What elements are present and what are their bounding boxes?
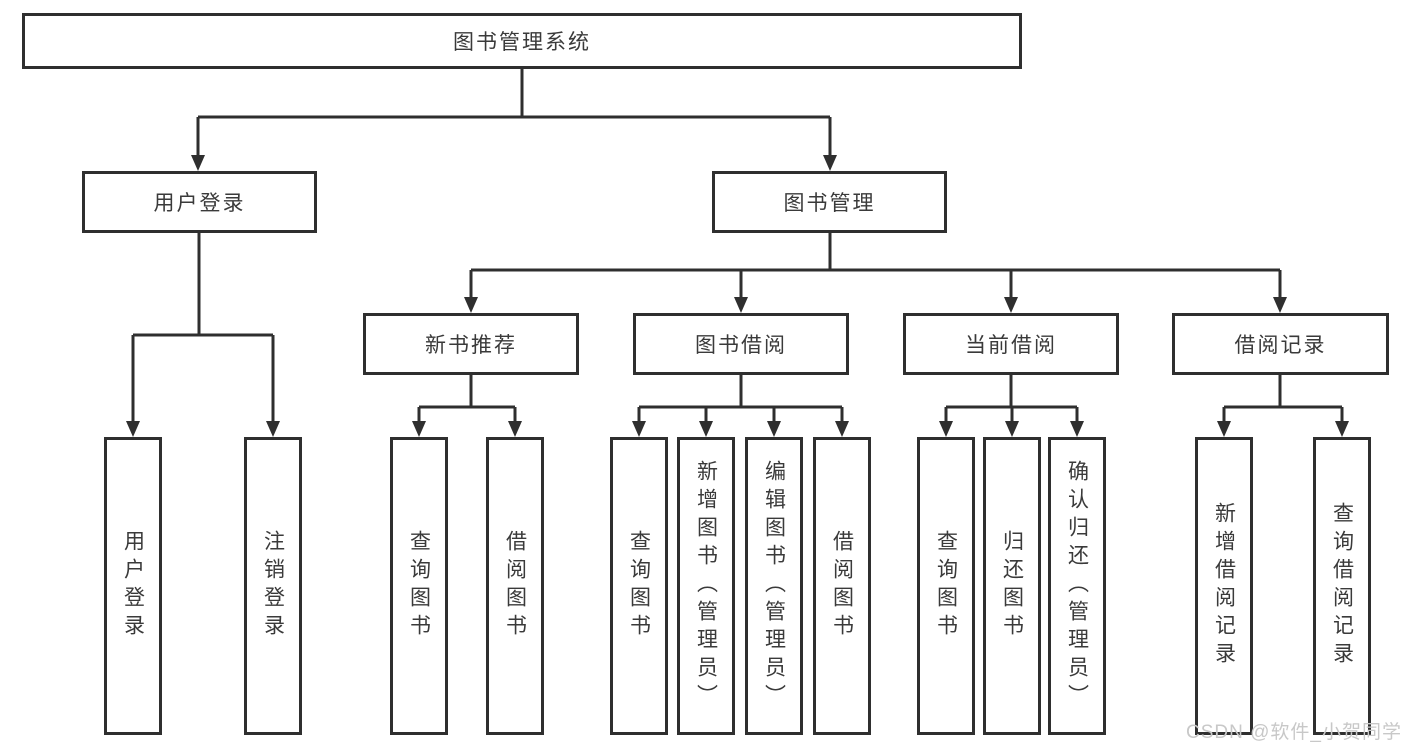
node-logout: 注销登录 — [244, 437, 302, 735]
node-login-label: 用户登录 — [121, 530, 145, 642]
node-book-management-branch: 图书管理 — [712, 171, 947, 233]
node-user-login-branch: 用户登录 — [82, 171, 317, 233]
node-borrow-edit-books-admin-label: 编辑图书（管理员） — [762, 460, 786, 712]
node-records-query-record: 查询借阅记录 — [1313, 437, 1371, 735]
connector-book-borrow — [639, 375, 842, 409]
node-current-borrow: 当前借阅 — [903, 313, 1119, 375]
node-borrow-records: 借阅记录 — [1172, 313, 1389, 375]
node-recommend-borrow-books-label: 借阅图书 — [503, 530, 527, 642]
arrowheads — [126, 117, 1349, 437]
connector-root — [198, 69, 830, 119]
node-borrow-add-books-admin: 新增图书（管理员） — [677, 437, 735, 735]
node-recommend-query-books-label: 查询图书 — [407, 530, 431, 642]
node-records-add-record-label: 新增借阅记录 — [1212, 502, 1236, 670]
connector-new-book-recommend — [419, 375, 515, 409]
node-current-return-books: 归还图书 — [983, 437, 1041, 735]
connector-book-management — [471, 233, 1280, 272]
node-login: 用户登录 — [104, 437, 162, 735]
node-recommend-query-books: 查询图书 — [390, 437, 448, 735]
node-recommend-borrow-books: 借阅图书 — [486, 437, 544, 735]
node-borrow-query-books-label: 查询图书 — [627, 530, 651, 642]
node-borrow-add-books-admin-label: 新增图书（管理员） — [694, 460, 718, 712]
node-book-borrow: 图书借阅 — [633, 313, 849, 375]
node-current-confirm-return-admin-label: 确认归还（管理员） — [1065, 460, 1089, 712]
node-current-confirm-return-admin: 确认归还（管理员） — [1048, 437, 1106, 735]
csdn-watermark: CSDN @软件_小贺同学 — [1186, 722, 1402, 743]
connector-borrow-records — [1224, 375, 1342, 409]
node-records-add-record: 新增借阅记录 — [1195, 437, 1253, 735]
node-new-book-recommend: 新书推荐 — [363, 313, 579, 375]
node-current-query-books-label: 查询图书 — [934, 530, 958, 642]
node-records-query-record-label: 查询借阅记录 — [1330, 502, 1354, 670]
node-current-return-books-label: 归还图书 — [1000, 530, 1024, 642]
node-logout-label: 注销登录 — [261, 530, 285, 642]
node-current-query-books: 查询图书 — [917, 437, 975, 735]
node-borrow-edit-books-admin: 编辑图书（管理员） — [745, 437, 803, 735]
connector-user-login — [133, 233, 273, 337]
node-root: 图书管理系统 — [22, 13, 1022, 69]
connector-current-borrow — [946, 375, 1077, 409]
node-borrow-query-books: 查询图书 — [610, 437, 668, 735]
node-borrow-borrow-books-label: 借阅图书 — [830, 530, 854, 642]
node-borrow-borrow-books: 借阅图书 — [813, 437, 871, 735]
